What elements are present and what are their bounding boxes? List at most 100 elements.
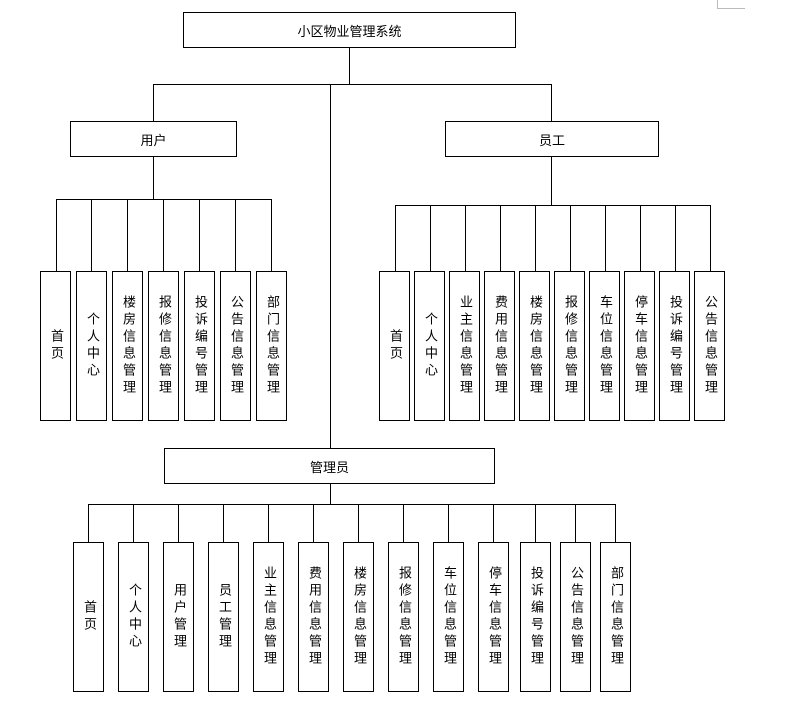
root-label: 小区物业管理系统 xyxy=(297,24,402,40)
corner-mark xyxy=(717,8,745,9)
user-label: 用户 xyxy=(140,133,167,149)
user-leaf-label: 个人中心 xyxy=(84,312,99,380)
connector xyxy=(330,484,331,504)
user-leaf-label: 部门信息管理 xyxy=(264,295,279,397)
user-leaf-label: 投诉编号管理 xyxy=(192,295,207,397)
staff-node: 员工 xyxy=(445,121,659,157)
admin-leaf: 业主信息管理 xyxy=(253,542,284,692)
user-leaf-label: 公告信息管理 xyxy=(228,295,243,397)
connector xyxy=(575,504,576,542)
connector xyxy=(133,504,134,542)
staff-leaf-label: 个人中心 xyxy=(422,312,437,380)
connector xyxy=(127,199,128,271)
staff-leaf-label: 首页 xyxy=(387,329,402,363)
connector xyxy=(640,205,641,271)
user-leaf: 报修信息管理 xyxy=(148,271,179,421)
admin-leaf-label: 公告信息管理 xyxy=(568,566,583,668)
connector xyxy=(395,205,396,271)
admin-leaf-label: 用户管理 xyxy=(171,583,186,651)
staff-leaf-label: 投诉编号管理 xyxy=(667,295,682,397)
connector xyxy=(535,504,536,542)
admin-leaf-label: 费用信息管理 xyxy=(306,566,321,668)
admin-leaf-label: 楼房信息管理 xyxy=(351,566,366,668)
connector xyxy=(551,84,552,121)
connector xyxy=(56,199,57,271)
connector xyxy=(330,84,331,448)
connector xyxy=(349,48,350,84)
admin-leaf-label: 部门信息管理 xyxy=(608,566,623,668)
admin-leaf-label: 个人中心 xyxy=(126,583,141,651)
connector xyxy=(91,199,92,271)
staff-leaf-label: 报修信息管理 xyxy=(562,295,577,397)
user-leaf: 部门信息管理 xyxy=(256,271,287,421)
connector xyxy=(358,504,359,542)
connector xyxy=(448,504,449,542)
admin-leaf: 首页 xyxy=(73,542,104,692)
user-leaf-label: 楼房信息管理 xyxy=(120,295,135,397)
user-leaf-label: 首页 xyxy=(48,329,63,363)
user-leaf-label: 报修信息管理 xyxy=(156,295,171,397)
connector xyxy=(271,199,272,271)
user-leaf: 首页 xyxy=(40,271,71,421)
staff-leaf: 个人中心 xyxy=(414,271,445,421)
connector xyxy=(615,504,616,542)
connector xyxy=(395,205,710,206)
staff-label: 员工 xyxy=(538,133,565,149)
admin-leaf-label: 首页 xyxy=(81,600,96,634)
admin-leaf: 部门信息管理 xyxy=(600,542,631,692)
connector xyxy=(88,504,615,505)
connector xyxy=(430,205,431,271)
admin-leaf: 个人中心 xyxy=(118,542,149,692)
admin-leaf-label: 停车信息管理 xyxy=(486,566,501,668)
connector xyxy=(493,504,494,542)
connector xyxy=(675,205,676,271)
admin-leaf-label: 业主信息管理 xyxy=(261,566,276,668)
admin-leaf: 员工管理 xyxy=(208,542,239,692)
user-leaf: 个人中心 xyxy=(76,271,107,421)
connector xyxy=(199,199,200,271)
connector xyxy=(403,504,404,542)
admin-leaf: 楼房信息管理 xyxy=(343,542,374,692)
staff-leaf-label: 停车信息管理 xyxy=(632,295,647,397)
user-node: 用户 xyxy=(70,121,237,157)
admin-leaf: 停车信息管理 xyxy=(478,542,509,692)
connector xyxy=(153,84,551,85)
user-leaf: 投诉编号管理 xyxy=(184,271,215,421)
admin-leaf: 用户管理 xyxy=(163,542,194,692)
admin-leaf: 公告信息管理 xyxy=(560,542,591,692)
connector xyxy=(570,205,571,271)
admin-leaf: 车位信息管理 xyxy=(433,542,464,692)
connector xyxy=(178,504,179,542)
admin-leaf-label: 车位信息管理 xyxy=(441,566,456,668)
connector xyxy=(710,205,711,271)
connector xyxy=(535,205,536,271)
connector xyxy=(163,199,164,271)
connector xyxy=(465,205,466,271)
user-leaf: 公告信息管理 xyxy=(220,271,251,421)
staff-leaf-label: 楼房信息管理 xyxy=(527,295,542,397)
staff-leaf: 公告信息管理 xyxy=(694,271,725,421)
admin-leaf-label: 员工管理 xyxy=(216,583,231,651)
admin-node: 管理员 xyxy=(164,448,495,484)
connector xyxy=(153,84,154,121)
connector xyxy=(500,205,501,271)
root-node: 小区物业管理系统 xyxy=(183,12,516,48)
admin-leaf: 投诉编号管理 xyxy=(520,542,551,692)
admin-leaf: 费用信息管理 xyxy=(298,542,329,692)
staff-leaf: 楼房信息管理 xyxy=(519,271,550,421)
connector xyxy=(605,205,606,271)
connector xyxy=(88,504,89,542)
staff-leaf: 业主信息管理 xyxy=(449,271,480,421)
connector xyxy=(551,157,552,205)
user-leaf: 楼房信息管理 xyxy=(112,271,143,421)
staff-leaf-label: 公告信息管理 xyxy=(702,295,717,397)
connector xyxy=(235,199,236,271)
staff-leaf-label: 业主信息管理 xyxy=(457,295,472,397)
corner-mark xyxy=(717,0,718,8)
staff-leaf: 投诉编号管理 xyxy=(659,271,690,421)
staff-leaf: 停车信息管理 xyxy=(624,271,655,421)
staff-leaf-label: 费用信息管理 xyxy=(492,295,507,397)
admin-leaf: 报修信息管理 xyxy=(388,542,419,692)
staff-leaf: 报修信息管理 xyxy=(554,271,585,421)
